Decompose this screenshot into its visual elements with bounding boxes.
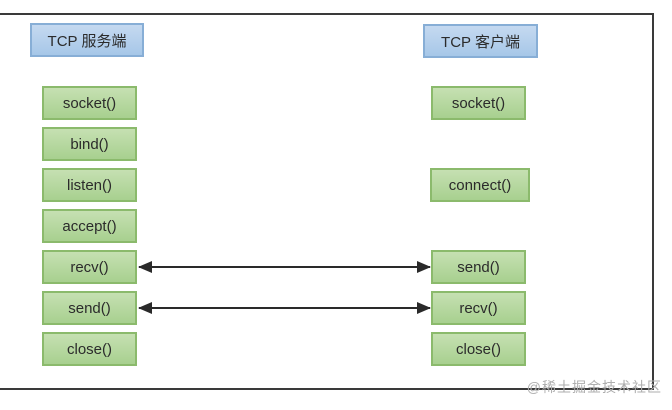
server-header: TCP 服务端 [30, 23, 144, 57]
server-box-listen: listen() [42, 168, 137, 202]
client-box-send: send() [431, 250, 526, 284]
client-box-close-label: close() [455, 340, 501, 358]
client-header-label: TCP 客户端 [441, 33, 520, 51]
server-box-send: send() [42, 291, 137, 325]
arrow-recv-send [138, 261, 431, 273]
arrow-send-recv [138, 302, 431, 314]
server-box-recv-label: recv() [70, 258, 109, 276]
client-box-socket-label: socket() [451, 94, 506, 112]
server-box-accept: accept() [42, 209, 137, 243]
server-box-bind-label: bind() [70, 135, 109, 153]
client-box-socket: socket() [431, 86, 526, 120]
server-box-accept-label: accept() [62, 217, 117, 235]
server-box-close: close() [42, 332, 137, 366]
arrowhead-left-icon [138, 302, 152, 314]
client-box-recv-label: recv() [459, 299, 498, 317]
server-box-listen-label: listen() [66, 176, 112, 194]
diagram-frame [0, 13, 654, 390]
client-header: TCP 客户端 [423, 24, 538, 58]
server-box-bind: bind() [42, 127, 137, 161]
server-box-socket-label: socket() [62, 94, 117, 112]
arrowhead-left-icon [138, 261, 152, 273]
server-box-socket: socket() [42, 86, 137, 120]
arrowhead-right-icon [417, 302, 431, 314]
client-box-close: close() [431, 332, 526, 366]
client-box-recv: recv() [431, 291, 526, 325]
server-header-label: TCP 服务端 [47, 32, 127, 50]
client-box-send-label: send() [457, 258, 500, 276]
client-box-connect: connect() [430, 168, 530, 202]
server-box-recv: recv() [42, 250, 137, 284]
server-box-close-label: close() [66, 340, 112, 358]
client-box-connect-label: connect() [448, 176, 512, 194]
watermark: @稀土掘金技术社区 [526, 379, 662, 395]
arrowhead-right-icon [417, 261, 431, 273]
server-box-send-label: send() [68, 299, 111, 317]
